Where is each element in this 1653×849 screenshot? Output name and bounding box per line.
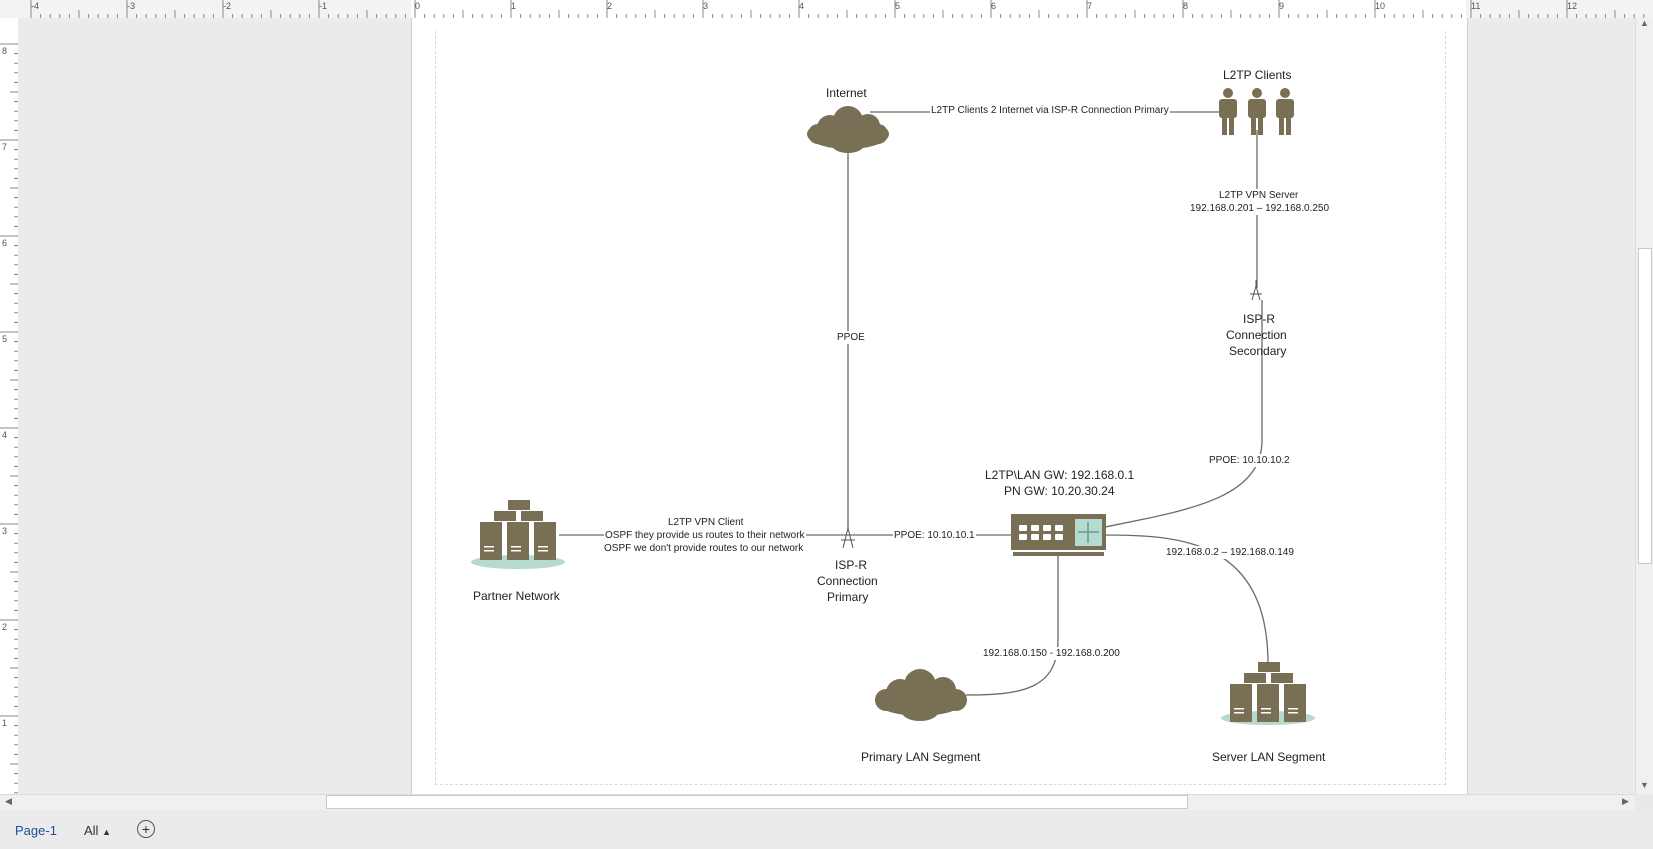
gateway-label: PN GW: 10.20.30.24: [1004, 484, 1115, 498]
ruler-label: -3: [127, 1, 136, 11]
l2tp-server-range-label: 192.168.0.201 – 192.168.0.250: [1189, 202, 1331, 215]
l2tp-server-label: L2TP VPN Server: [1218, 189, 1300, 202]
ruler-label: 2: [2, 622, 8, 632]
partner-network-label: Partner Network: [473, 589, 560, 603]
ruler-label: -4: [31, 1, 40, 11]
ruler-label: 6: [991, 1, 997, 11]
server-lan-label: Server LAN Segment: [1212, 750, 1326, 764]
connector-gw-primary-lan[interactable]: [965, 555, 1059, 696]
ruler-ticks: [0, 43, 18, 794]
scroll-down-arrow-icon[interactable]: ▼: [1640, 780, 1649, 790]
vpn-client-label: OSPF we don't provide routes to our netw…: [603, 542, 805, 555]
ruler-label: 8: [2, 46, 8, 56]
ruler-label: 11: [1471, 1, 1481, 11]
ruler-label: -1: [319, 1, 328, 11]
isp-secondary-label: Connection: [1226, 328, 1287, 342]
connector-label: 192.168.0.150 - 192.168.0.200: [982, 647, 1121, 660]
tab-all-pages[interactable]: All ▲: [84, 823, 111, 838]
users-icon[interactable]: [1219, 88, 1294, 135]
ruler-page-span: [0, 18, 18, 794]
connector-label: PPOE: 10.10.10.1: [893, 529, 976, 542]
ruler-label: 5: [2, 334, 8, 344]
vpn-client-label: OSPF they provide us routes to their net…: [604, 529, 806, 542]
ruler-label: 4: [799, 1, 805, 11]
isp-secondary-label: ISP-R: [1243, 312, 1276, 326]
primary-lan-label: Primary LAN Segment: [861, 750, 981, 764]
scroll-up-arrow-icon[interactable]: ▲: [1640, 18, 1649, 28]
ruler-label: 4: [2, 430, 8, 440]
internet-label: Internet: [826, 86, 867, 100]
tab-all-label: All: [84, 823, 99, 838]
scroll-right-arrow-icon[interactable]: ▶: [1622, 796, 1629, 806]
ruler-label: 6: [2, 238, 8, 248]
server-cluster-icon[interactable]: [471, 500, 565, 569]
ruler-label: 3: [2, 526, 8, 536]
ruler-label: 8: [1183, 1, 1189, 11]
isp-primary-label: Connection: [817, 574, 878, 588]
ruler-label: 12: [1567, 1, 1578, 11]
page-tab-bar: [0, 810, 1653, 849]
vpn-client-label: L2TP VPN Client: [667, 516, 745, 529]
add-page-icon[interactable]: +: [137, 820, 155, 838]
tab-page-1[interactable]: Page-1: [15, 823, 57, 838]
connector-gw-isp-secondary[interactable]: [1104, 300, 1263, 528]
router-icon[interactable]: [1011, 514, 1106, 556]
caret-up-icon: ▲: [102, 827, 111, 837]
antenna-icon[interactable]: [1250, 280, 1262, 301]
ruler-label: 5: [895, 1, 901, 11]
ruler-label: -2: [223, 1, 232, 11]
connector-label: L2TP Clients 2 Internet via ISP-R Connec…: [930, 104, 1170, 117]
scroll-left-arrow-icon[interactable]: ◀: [5, 796, 12, 806]
vertical-scroll-thumb[interactable]: [1638, 248, 1652, 564]
ruler-label: 3: [703, 1, 709, 11]
ruler-ticks: [30, 0, 1645, 18]
isp-primary-label: Primary: [827, 590, 869, 604]
antenna-icon[interactable]: [841, 522, 855, 549]
connector-label: PPOE: [836, 331, 866, 344]
cloud-icon[interactable]: [875, 669, 967, 721]
ruler-label: 9: [1279, 1, 1285, 11]
horizontal-ruler: -4 -3 -2 -1 0 1 2 3 4 5 6 7 8 9 10 11 12: [0, 0, 1653, 19]
ruler-label: 1: [511, 1, 517, 11]
ruler-label: 10: [1375, 1, 1386, 11]
gateway-label: L2TP\LAN GW: 192.168.0.1: [985, 468, 1135, 482]
ruler-label: 0: [415, 1, 421, 11]
isp-secondary-label: Secondary: [1229, 344, 1287, 358]
page-margin-guide: [435, 31, 1446, 785]
connector-label: PPOE: 10.10.10.2: [1208, 454, 1291, 467]
isp-primary-label: ISP-R: [835, 558, 868, 572]
ruler-page-span: [411, 0, 1466, 18]
ruler-label: 1: [2, 718, 8, 728]
ruler-label: 2: [607, 1, 613, 11]
l2tp-clients-label: L2TP Clients: [1223, 68, 1292, 82]
ruler-label: 7: [1087, 1, 1093, 11]
server-cluster-icon[interactable]: [1221, 662, 1315, 725]
connector-label: 192.168.0.2 – 192.168.0.149: [1165, 546, 1295, 559]
drawing-page[interactable]: [411, 18, 1468, 794]
cloud-icon[interactable]: [807, 106, 889, 153]
horizontal-scroll-thumb[interactable]: [326, 795, 1188, 809]
ruler-label: 7: [2, 142, 8, 152]
